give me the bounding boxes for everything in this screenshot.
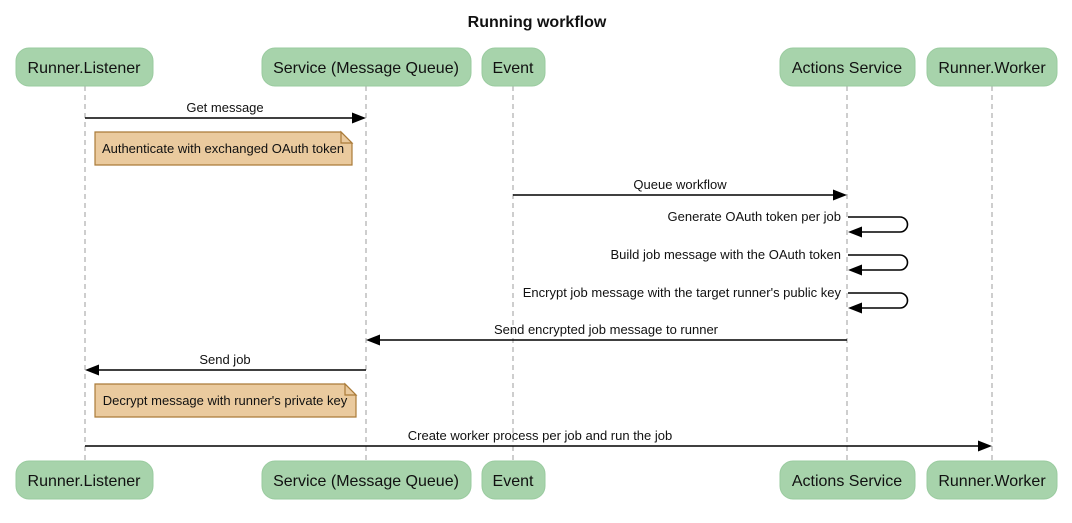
actor-label: Event	[493, 60, 534, 77]
actor-label: Runner.Listener	[28, 60, 142, 77]
actor-top-service-message-queue: Service (Message Queue)	[261, 47, 472, 87]
message-get-message: Get message	[85, 100, 366, 124]
actor-bottom-event: Event	[481, 460, 546, 500]
message-label: Build job message with the OAuth token	[610, 247, 841, 262]
message-label: Send encrypted job message to runner	[494, 322, 719, 337]
message-generate-oauth-token: Generate OAuth token per job	[668, 209, 909, 238]
message-send-encrypted-job: Send encrypted job message to runner	[366, 322, 847, 346]
message-label: Get message	[186, 100, 263, 115]
note-decrypt: Decrypt message with runner's private ke…	[94, 382, 358, 418]
note-authenticate: Authenticate with exchanged OAuth token	[94, 130, 354, 166]
arrowhead-left-icon	[848, 302, 862, 314]
actor-bottom-runner-worker: Runner.Worker	[926, 460, 1058, 500]
message-queue-workflow: Queue workflow	[513, 177, 847, 201]
message-label: Create worker process per job and run th…	[408, 428, 672, 443]
message-encrypt-job-message: Encrypt job message with the target runn…	[523, 285, 909, 314]
actor-label: Service (Message Queue)	[273, 60, 459, 77]
actor-top-runner-worker: Runner.Worker	[926, 47, 1058, 87]
arrowhead-left-icon	[85, 364, 99, 376]
note-label: Decrypt message with runner's private ke…	[103, 393, 348, 408]
actor-label: Actions Service	[792, 60, 902, 77]
actor-label: Event	[493, 473, 534, 490]
arrowhead-left-icon	[366, 334, 380, 346]
actor-label: Runner.Worker	[938, 60, 1046, 77]
actor-bottom-service-message-queue: Service (Message Queue)	[261, 460, 472, 500]
actor-top-actions-service: Actions Service	[779, 47, 916, 87]
actor-bottom-actions-service: Actions Service	[779, 460, 916, 500]
actor-label: Service (Message Queue)	[273, 473, 459, 490]
message-create-worker-process: Create worker process per job and run th…	[85, 428, 992, 452]
message-label: Generate OAuth token per job	[668, 209, 841, 224]
diagram-title: Running workflow	[468, 14, 607, 31]
note-fold-icon	[340, 130, 354, 144]
arrowhead-right-icon	[352, 112, 366, 124]
arrowhead-left-icon	[848, 226, 862, 238]
actor-label: Actions Service	[792, 473, 902, 490]
actor-top-runner-listener: Runner.Listener	[15, 47, 154, 87]
actor-bottom-runner-listener: Runner.Listener	[15, 460, 154, 500]
note-label: Authenticate with exchanged OAuth token	[102, 141, 344, 156]
message-build-job-message: Build job message with the OAuth token	[610, 247, 909, 276]
message-label: Queue workflow	[633, 177, 727, 192]
actor-top-event: Event	[481, 47, 546, 87]
note-fold-icon	[344, 382, 358, 396]
message-label: Send job	[199, 352, 250, 367]
arrowhead-left-icon	[848, 264, 862, 276]
message-send-job: Send job	[85, 352, 366, 376]
arrowhead-right-icon	[833, 189, 847, 201]
message-label: Encrypt job message with the target runn…	[523, 285, 842, 300]
actor-label: Runner.Listener	[28, 473, 142, 490]
actor-label: Runner.Worker	[938, 473, 1046, 490]
arrowhead-right-icon	[978, 440, 992, 452]
